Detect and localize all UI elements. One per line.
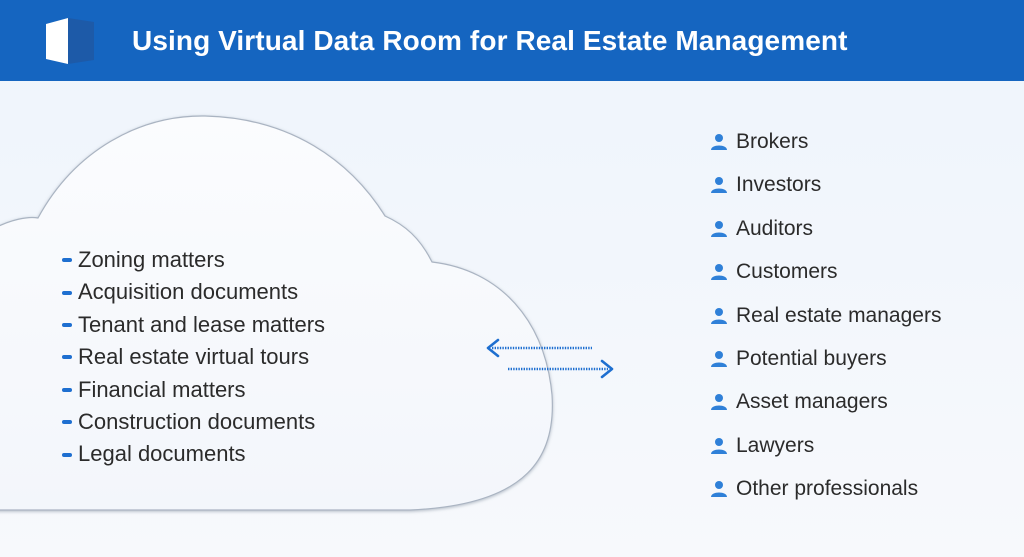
person-icon	[711, 177, 727, 194]
user-label: Brokers	[736, 130, 809, 153]
cube-logo-icon	[46, 18, 94, 64]
person-icon	[711, 437, 727, 454]
document-label: Acquisition documents	[78, 279, 299, 305]
user-item: Investors	[710, 168, 941, 211]
header-banner: Using Virtual Data Room for Real Estate …	[0, 0, 1024, 81]
person-icon	[711, 134, 727, 150]
user-label: Auditors	[736, 216, 814, 240]
user-label: Potential buyers	[736, 346, 887, 370]
user-item: Customers	[710, 255, 941, 298]
user-item: Brokers	[710, 125, 941, 168]
person-icon	[711, 350, 727, 367]
person-icon	[711, 394, 727, 411]
person-icon	[711, 264, 727, 281]
document-label: Tenant and lease matters	[78, 311, 326, 337]
dash-bullet-icon	[62, 258, 72, 263]
user-label: Real estate managers	[736, 303, 942, 327]
user-item: Other professionals	[710, 472, 941, 515]
document-item: Tenant and lease matters	[62, 309, 325, 341]
bidirectional-arrows-icon	[486, 338, 614, 379]
dash-bullet-icon	[62, 290, 72, 295]
document-item: Zoning matters	[62, 244, 325, 276]
user-item: Lawyers	[710, 429, 941, 472]
document-item: Acquisition documents	[62, 276, 325, 308]
dash-bullet-icon	[62, 420, 72, 425]
user-item: Potential buyers	[710, 342, 941, 385]
person-icon	[711, 307, 727, 324]
user-list: Brokers Investors Auditors Customers Rea…	[710, 125, 941, 516]
dash-bullet-icon	[62, 322, 72, 327]
dash-bullet-icon	[62, 355, 72, 360]
user-item: Asset managers	[710, 385, 941, 428]
document-label: Construction documents	[78, 408, 316, 434]
dash-bullet-icon	[62, 387, 72, 392]
user-label: Lawyers	[736, 433, 815, 457]
person-icon	[711, 220, 727, 237]
document-list: Zoning matters Acquisition documents Ten…	[62, 244, 325, 471]
user-label: Other professionals	[736, 477, 919, 501]
document-item: Real estate virtual tours	[62, 341, 325, 373]
document-label: Zoning matters	[78, 247, 225, 272]
document-item: Financial matters	[62, 374, 325, 406]
document-label: Legal documents	[78, 441, 246, 467]
user-label: Asset managers	[736, 390, 888, 414]
document-label: Financial matters	[78, 376, 246, 402]
user-item: Auditors	[710, 212, 941, 255]
dash-bullet-icon	[62, 452, 72, 457]
document-label: Real estate virtual tours	[78, 344, 310, 370]
user-label: Investors	[736, 173, 822, 197]
user-item: Real estate managers	[710, 299, 941, 342]
document-item: Legal documents	[62, 438, 325, 470]
user-label: Customers	[736, 260, 838, 284]
person-icon	[711, 481, 727, 498]
page-title: Using Virtual Data Room for Real Estate …	[132, 25, 848, 56]
document-item: Construction documents	[62, 406, 325, 438]
